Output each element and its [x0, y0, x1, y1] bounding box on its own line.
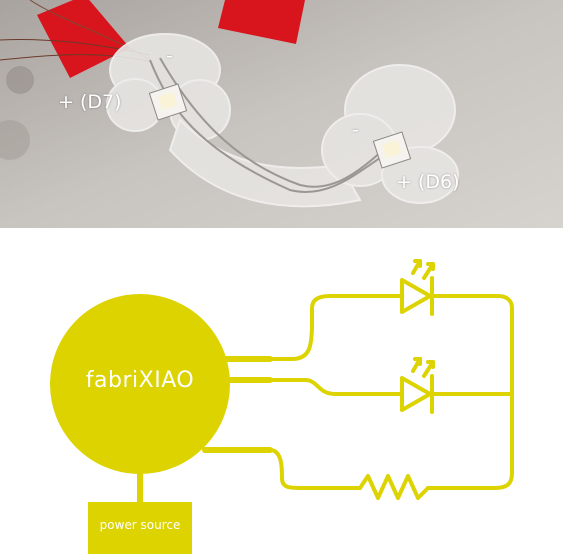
power-source-label: power source: [99, 518, 181, 532]
led-chip-d7: [148, 83, 188, 121]
circuit-diagram: fabriXIAO power source: [0, 228, 563, 554]
red-patch-left: [37, 0, 130, 78]
prototype-photo: + (D7) - - + (D6): [0, 0, 563, 228]
led-chip-d6: [372, 131, 412, 169]
label-d7-minus: -: [166, 45, 173, 67]
wire-led-top-in: [268, 294, 404, 361]
photo-drawing: [0, 0, 563, 228]
red-patch-right: [218, 0, 305, 44]
wire-return: [426, 294, 514, 490]
microcontroller-label: fabriXIAO: [85, 368, 195, 393]
wire-led-bottom-in: [268, 378, 404, 396]
label-d6-minus: -: [352, 119, 359, 141]
power-source-box: [88, 502, 192, 554]
resistor: [358, 474, 430, 500]
led-symbol-bottom: [400, 357, 435, 414]
label-d7-plus: + (D7): [58, 91, 122, 113]
label-d6-plus: + (D6): [396, 171, 460, 193]
wire-resistor-in: [268, 448, 362, 490]
led-symbol-top: [400, 259, 435, 316]
circuit-drawing: [50, 259, 514, 554]
microcontroller-circle: [50, 294, 230, 474]
